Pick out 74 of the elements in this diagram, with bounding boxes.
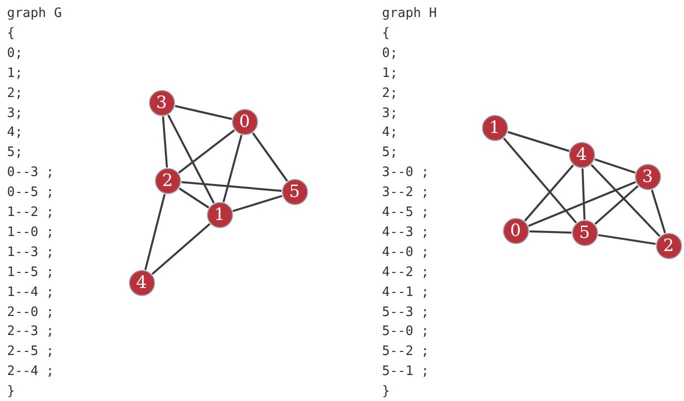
code-line: 1--0 ; [7,224,54,241]
graph-edge [167,114,215,204]
code-line: 5--3 ; [382,304,429,320]
graph-edge [524,164,574,222]
graph-vertex: 5 [572,220,598,246]
graph-edge [503,138,577,224]
code-line: 0--5 ; [7,185,54,202]
code-line: 5; [382,145,398,162]
graph-edge [222,134,242,202]
code-line: { [382,26,390,42]
code-line: 4--1 ; [382,284,429,301]
graph-vertex: 1 [482,114,508,140]
graph-vertex: 2 [656,232,682,258]
code-line: 5--2 ; [382,344,429,360]
code-line: graph H [382,6,437,22]
graph-edge [178,188,210,208]
code-line: 4; [7,125,23,142]
graph-edge [508,131,570,152]
graph-vertex: 5 [282,178,308,204]
code-line: 1--4 ; [7,284,54,301]
graph-vertex: 4 [568,142,594,168]
code-line: graph G [7,6,62,22]
graph-vertex: 0 [502,218,528,244]
code-line: 2--5 ; [7,344,54,360]
graph-edge [598,234,656,245]
code-line: 2--4 ; [7,364,54,380]
code-line: 4--3 ; [382,224,429,241]
code-line: 0; [382,46,398,62]
code-line: 2; [7,86,23,102]
graph-edge [594,185,639,225]
code-line: } [7,384,15,400]
code-line: 2--3 ; [7,324,54,340]
code-line: 3--2 ; [382,185,429,202]
graph-edge [232,195,282,212]
graph-edge [594,158,636,174]
graph-vertex: 4 [128,270,154,296]
graph-edge [144,194,166,270]
graph-edge [650,190,666,234]
code-line: 3; [7,106,23,122]
graph-vertex: 2 [154,168,180,194]
code-line: 1--2 ; [7,205,54,221]
code-line: 4--0 ; [382,244,429,261]
code-line: 3--0 ; [382,165,429,182]
graph-edge [178,129,235,174]
code-line: 4--5 ; [382,205,429,221]
graph-edge [252,132,288,182]
code-line: 1; [382,66,398,82]
code-line: 1--3 ; [7,244,54,261]
graph-vertex: 0 [232,108,258,134]
code-line: 2; [382,86,398,102]
graph-edge [174,105,232,120]
graph-vertex: 3 [634,164,660,190]
code-line: { [7,26,15,42]
graph-vertex: 3 [148,90,174,116]
code-line: } [382,384,390,400]
code-line: 5; [7,145,23,162]
code-line: 5--1 ; [382,364,429,380]
code-line: 0--3 ; [7,165,54,182]
code-line: 0; [7,46,23,62]
graph-edge [590,164,660,237]
code-line: 1; [7,66,23,82]
graph-vertex: 1 [206,202,232,228]
code-line: 1--5 ; [7,264,54,281]
graph-edge [529,230,572,234]
graph-edge [582,168,586,220]
code-line: 4--2 ; [382,264,429,281]
code-line: 2--0 ; [7,304,54,320]
graph-edge [162,116,168,168]
graph-edge [181,181,282,192]
code-line: 3; [382,106,398,122]
code-line: 5--0 ; [382,324,429,340]
graph-edge [152,223,210,275]
graph-edge [528,181,636,227]
code-line: 4; [382,125,398,142]
